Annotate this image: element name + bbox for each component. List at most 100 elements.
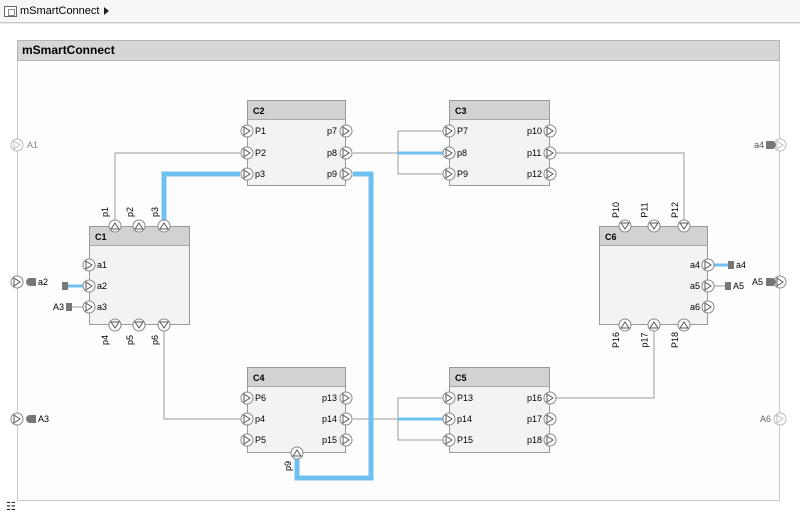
label-c4-p4: p4	[255, 414, 266, 424]
label-boundary-A1: A1	[27, 140, 39, 150]
boundary-port-A1[interactable]	[10, 138, 24, 152]
label-c4-p13: p13	[322, 393, 338, 403]
port-c3-p12[interactable]	[543, 167, 557, 181]
label-c6-a4-target: a4	[736, 260, 747, 270]
port-c1-p6[interactable]	[157, 318, 171, 332]
port-c1-p2[interactable]	[132, 219, 146, 233]
label-c1-p4: p4	[100, 334, 111, 346]
component-c3[interactable]: C3	[449, 100, 550, 186]
port-c5-P15[interactable]	[442, 433, 456, 447]
label-c5-p18: p18	[527, 435, 543, 445]
port-c4-p14[interactable]	[339, 412, 353, 426]
port-c6-a4[interactable]	[701, 258, 715, 272]
port-c4-p4[interactable]	[240, 412, 254, 426]
port-c6-P10[interactable]	[618, 219, 632, 233]
boundary-port-a2[interactable]	[10, 275, 24, 289]
label-c6-P10: P10	[611, 201, 622, 219]
port-c1-p3[interactable]	[157, 219, 171, 233]
inner-port-a4-shape[interactable]	[766, 141, 776, 149]
label-c2-P2: P2	[255, 148, 267, 158]
c6-a4-target-shape[interactable]	[728, 261, 734, 269]
label-c3-P7: P7	[457, 126, 469, 136]
component-c6[interactable]: C6	[599, 226, 708, 325]
port-c6-a5[interactable]	[701, 279, 715, 293]
label-c1-p6: p6	[150, 334, 161, 346]
component-c3-name: C3	[450, 101, 549, 120]
port-c1-a3[interactable]	[82, 300, 96, 314]
port-c1-p5[interactable]	[132, 318, 146, 332]
label-c2-p9: p9	[327, 169, 338, 179]
label-c1-p5: p5	[125, 334, 136, 346]
label-c6-P16: P16	[611, 331, 622, 349]
port-c5-p16[interactable]	[543, 391, 557, 405]
port-c4-p15[interactable]	[339, 433, 353, 447]
label-c6-P12: P12	[670, 201, 681, 219]
boundary-port-a4[interactable]	[773, 138, 787, 152]
label-c4-p14: p14	[322, 414, 338, 424]
port-c5-P13[interactable]	[442, 391, 456, 405]
boundary-port-A3-upper[interactable]	[10, 412, 24, 426]
c6-a5-target-shape[interactable]	[725, 282, 731, 290]
label-c1-p2: p2	[125, 206, 136, 218]
boundary-port-A6[interactable]	[773, 412, 787, 426]
inner-port-A3-shape[interactable]	[26, 415, 36, 423]
component-c5[interactable]: C5	[449, 367, 550, 453]
port-c2-p7[interactable]	[339, 124, 353, 138]
label-c1-a3-source: A3	[53, 302, 65, 312]
component-c5-name: C5	[450, 368, 549, 387]
label-c1-a3: a3	[97, 302, 108, 312]
port-c4-p9[interactable]	[290, 446, 304, 460]
c1-a3-source-shape[interactable]	[66, 303, 72, 311]
label-c6-P18: P18	[670, 331, 681, 349]
port-c4-P5[interactable]	[240, 433, 254, 447]
inner-port-A5-shape[interactable]	[766, 278, 776, 286]
port-c3-p10[interactable]	[543, 124, 557, 138]
port-c6-P12[interactable]	[677, 219, 691, 233]
port-c6-P18[interactable]	[677, 318, 691, 332]
port-c4-p13[interactable]	[339, 391, 353, 405]
port-c3-P9[interactable]	[442, 167, 456, 181]
label-c6-a6: a6	[690, 302, 701, 312]
label-c5-p14: p14	[457, 414, 473, 424]
label-c1-a1: a1	[97, 260, 108, 270]
port-c3-p11[interactable]	[543, 146, 557, 160]
frame-title: mSmartConnect	[17, 40, 780, 61]
port-c5-p17[interactable]	[543, 412, 557, 426]
breadcrumb-bar: mSmartConnect	[0, 0, 800, 23]
breadcrumb-model-name[interactable]: mSmartConnect	[20, 5, 100, 17]
port-c2-P1[interactable]	[240, 124, 254, 138]
label-c1-p1: p1	[100, 206, 111, 218]
port-c6-p17[interactable]	[647, 318, 661, 332]
label-c6-a5: a5	[690, 281, 701, 291]
port-c6-P16[interactable]	[618, 318, 632, 332]
port-c4-P6[interactable]	[240, 391, 254, 405]
inner-port-a2-shape[interactable]	[26, 278, 36, 286]
port-c1-p1[interactable]	[108, 219, 122, 233]
port-c6-P11[interactable]	[647, 219, 661, 233]
port-c2-p3[interactable]	[240, 167, 254, 181]
label-c4-P6: P6	[255, 393, 267, 403]
port-c5-p14[interactable]	[442, 412, 456, 426]
model-icon	[4, 5, 17, 17]
port-c2-p9[interactable]	[339, 167, 353, 181]
port-c3-P7[interactable]	[442, 124, 456, 138]
label-c2-P1: P1	[255, 126, 267, 136]
port-c3-p8[interactable]	[442, 146, 456, 160]
hierarchy-icon[interactable]: ☷	[6, 501, 16, 513]
label-c3-p11: p11	[527, 148, 542, 158]
breadcrumb-arrow-icon[interactable]	[104, 7, 110, 15]
label-c6-a5-target: A5	[733, 281, 745, 291]
port-c6-a6[interactable]	[701, 300, 715, 314]
port-c2-p8[interactable]	[339, 146, 353, 160]
label-c3-p10: p10	[527, 126, 543, 136]
c1-a2-source-shape[interactable]	[62, 282, 68, 290]
label-c5-p16: p16	[527, 393, 543, 403]
port-c1-p4[interactable]	[108, 318, 122, 332]
label-c4-p15: p15	[322, 435, 338, 445]
port-c2-P2[interactable]	[240, 146, 254, 160]
label-c3-p8: p8	[457, 148, 468, 158]
port-c1-a2[interactable]	[82, 279, 96, 293]
port-c1-a1[interactable]	[82, 258, 96, 272]
port-c5-p18[interactable]	[543, 433, 557, 447]
label-c2-p8: p8	[327, 148, 338, 158]
